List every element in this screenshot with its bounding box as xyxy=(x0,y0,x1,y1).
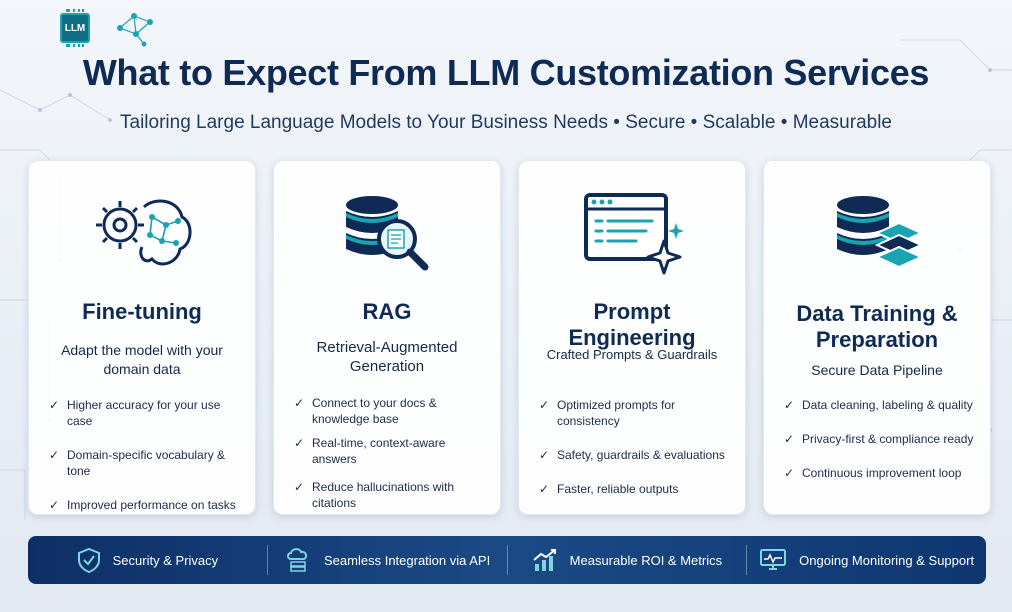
benefit-label: Ongoing Monitoring & Support xyxy=(799,552,975,568)
list-item: ✓Reduce hallucinations with citations xyxy=(294,480,455,510)
card-data-training: Data Training & Preparation Secure Data … xyxy=(763,160,991,515)
card-description: Adapt the model with your domain data xyxy=(61,342,223,377)
card-title-line2: Preparation xyxy=(815,327,939,352)
check-icon: ✓ xyxy=(539,482,550,496)
growth-chart-icon xyxy=(533,549,556,571)
list-item: ✓Privacy-first & compliance ready xyxy=(784,432,974,446)
database-layers-icon xyxy=(837,196,924,269)
check-icon: ✓ xyxy=(49,448,60,462)
list-item: ✓Connect to your docs & knowledge base xyxy=(294,396,437,426)
card-description: Secure Data Pipeline xyxy=(811,362,943,378)
card-title-line1: Data Training & xyxy=(796,301,958,326)
llm-chip-icon: LLM xyxy=(60,9,90,47)
benefit-roi: Measurable ROI & Metrics xyxy=(508,545,748,575)
list-item: ✓Real-time, context-aware answers xyxy=(294,436,446,466)
list-item: ✓Domain-specific vocabulary & tone xyxy=(49,448,226,478)
list-item: ✓Faster, reliable outputs xyxy=(539,482,679,496)
check-icon: ✓ xyxy=(49,398,60,412)
check-icon: ✓ xyxy=(784,398,795,412)
llm-chip-label: LLM xyxy=(64,22,86,34)
card-title: Prompt Engineering xyxy=(568,299,696,350)
prompt-window-icon xyxy=(584,193,684,275)
check-icon: ✓ xyxy=(784,466,795,480)
card-fine-tuning: Fine-tuning Adapt the model with your do… xyxy=(28,160,256,515)
check-icon: ✓ xyxy=(784,432,795,446)
list-item: ✓Higher accuracy for your use case xyxy=(49,398,221,428)
list-item: ✓Improved performance on tasks xyxy=(49,498,236,512)
benefits-bar: Security & Privacy Seamless Integration … xyxy=(28,536,986,584)
gear-brain-icon xyxy=(96,199,192,266)
check-icon: ✓ xyxy=(49,498,60,512)
database-search-icon xyxy=(346,196,429,271)
card-description: Crafted Prompts & Guardrails xyxy=(546,347,718,362)
benefit-label: Seamless Integration via API xyxy=(324,552,491,568)
cloud-server-icon xyxy=(287,548,308,572)
list-item: ✓Continuous improvement loop xyxy=(784,466,962,480)
list-item: ✓Safety, guardrails & evaluations xyxy=(539,448,725,462)
check-icon: ✓ xyxy=(294,480,305,494)
card-rag: RAG Retrieval-Augmented Generation ✓Conn… xyxy=(273,160,501,515)
card-prompt-engineering: Prompt Engineering Crafted Prompts & Gua… xyxy=(518,160,746,515)
card-description: Retrieval-Augmented Generation xyxy=(316,339,458,375)
header-icons: LLM xyxy=(60,8,158,48)
benefit-integration: Seamless Integration via API xyxy=(268,545,508,575)
check-icon: ✓ xyxy=(294,396,305,410)
service-cards: Fine-tuning Adapt the model with your do… xyxy=(28,160,991,515)
shield-check-icon xyxy=(77,547,100,573)
list-item: ✓Data cleaning, labeling & quality xyxy=(784,398,973,412)
monitor-icon xyxy=(760,549,787,570)
list-item: ✓Optimized prompts for consistency xyxy=(539,398,676,428)
benefit-monitoring: Ongoing Monitoring & Support xyxy=(747,545,986,575)
benefit-label: Measurable ROI & Metrics xyxy=(569,552,723,568)
card-title: Fine-tuning xyxy=(82,299,202,324)
network-nodes-icon xyxy=(117,13,153,47)
benefit-label: Security & Privacy xyxy=(112,552,219,568)
page-subtitle: Tailoring Large Language Models to Your … xyxy=(120,112,892,133)
check-icon: ✓ xyxy=(294,436,305,450)
benefit-security: Security & Privacy xyxy=(28,545,268,575)
page-title: What to Expect From LLM Customization Se… xyxy=(82,52,930,93)
check-icon: ✓ xyxy=(539,448,550,462)
check-icon: ✓ xyxy=(539,398,550,412)
card-title: RAG xyxy=(362,299,412,324)
